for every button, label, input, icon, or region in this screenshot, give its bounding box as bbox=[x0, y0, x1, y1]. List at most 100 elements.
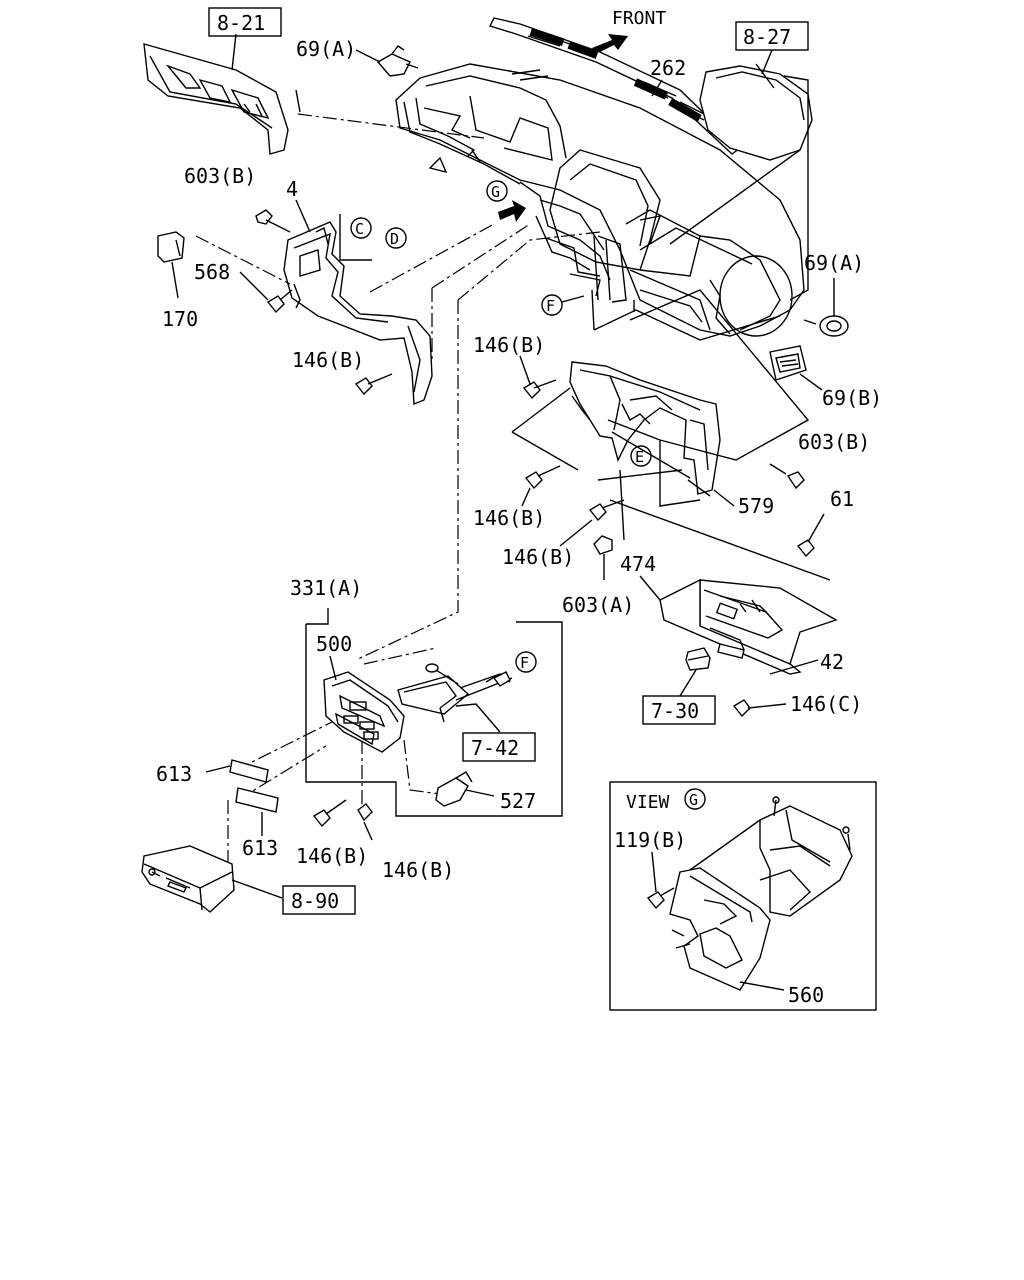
leader-579 bbox=[713, 489, 735, 507]
small-cover-170 bbox=[157, 231, 185, 299]
leader-474 bbox=[639, 575, 661, 601]
screw-146b-mid2 bbox=[588, 499, 625, 522]
damper-7-30 bbox=[679, 647, 711, 697]
label-146c: 146(C) bbox=[790, 692, 862, 716]
svg-text:8-90: 8-90 bbox=[291, 889, 339, 913]
leader-146b-mid3 bbox=[559, 519, 593, 547]
leader-500 bbox=[329, 655, 337, 681]
label-568: 568 bbox=[194, 260, 230, 284]
label-527: 527 bbox=[500, 789, 536, 813]
leader-146b-mid2 bbox=[521, 487, 531, 507]
label-146b-mid2: 146(B) bbox=[473, 506, 545, 530]
svg-text:C: C bbox=[355, 220, 364, 238]
label-170: 170 bbox=[162, 307, 198, 331]
screw-146b-mid-lower bbox=[524, 465, 561, 490]
leader-4 bbox=[295, 199, 311, 233]
bolt-603b-left bbox=[255, 209, 291, 233]
audio-unit bbox=[141, 845, 283, 913]
callout-d: D bbox=[385, 227, 407, 249]
callout-f2: F bbox=[515, 651, 537, 673]
label-69b: 69(B) bbox=[822, 386, 882, 410]
assembly-guide-lines bbox=[511, 289, 831, 581]
leader-262 bbox=[651, 79, 663, 97]
label-613-b: 613 bbox=[242, 836, 278, 860]
solid-guide-lines bbox=[295, 75, 809, 479]
ref-box-8-21[interactable]: 8-21 bbox=[208, 7, 282, 37]
svg-text:8-27: 8-27 bbox=[743, 25, 791, 49]
label-262: 262 bbox=[650, 56, 686, 80]
callout-g: G bbox=[486, 180, 508, 202]
bolt-603b-right bbox=[769, 463, 805, 490]
svg-text:F: F bbox=[520, 654, 529, 672]
screw-146c bbox=[732, 699, 787, 718]
label-579: 579 bbox=[738, 494, 774, 518]
label-61: 61 bbox=[830, 487, 854, 511]
defroster-grille bbox=[489, 17, 742, 155]
label-331a: 331(A) bbox=[290, 576, 362, 600]
glove-box bbox=[659, 578, 838, 675]
switch-69b bbox=[769, 345, 823, 391]
leader-119b bbox=[651, 851, 657, 893]
label-474: 474 bbox=[620, 552, 656, 576]
callout-c: C bbox=[350, 217, 372, 239]
label-146b-mid3: 146(B) bbox=[502, 545, 574, 569]
svg-text:FRONT: FRONT bbox=[612, 8, 666, 29]
connector-527 bbox=[435, 771, 495, 807]
callout-f: F bbox=[541, 294, 585, 316]
leader-7-42 bbox=[455, 703, 501, 733]
callout-e: E bbox=[630, 445, 652, 467]
clip-69a-top bbox=[355, 45, 419, 77]
label-69a-top: 69(A) bbox=[296, 37, 356, 61]
label-603b-left: 603(B) bbox=[184, 164, 256, 188]
label-146b-low1: 146(B) bbox=[296, 844, 368, 868]
label-146b-low2: 146(B) bbox=[382, 858, 454, 882]
view-g-inset bbox=[609, 781, 877, 1011]
control-cable-bracket bbox=[397, 663, 513, 723]
label-42: 42 bbox=[820, 650, 844, 674]
ref-box-8-90[interactable]: 8-90 bbox=[282, 885, 356, 915]
ref-box-7-42[interactable]: 7-42 bbox=[462, 732, 536, 762]
svg-text:7-30: 7-30 bbox=[651, 699, 699, 723]
label-560: 560 bbox=[788, 983, 824, 1007]
center-bracket bbox=[569, 361, 721, 495]
screw-146b-left bbox=[354, 373, 393, 396]
label-500: 500 bbox=[316, 632, 352, 656]
label-4: 4 bbox=[286, 177, 298, 201]
svg-text:8-21: 8-21 bbox=[217, 11, 265, 35]
screw-146b-low1 bbox=[312, 799, 347, 828]
svg-text:G: G bbox=[491, 183, 500, 201]
bolt-603a bbox=[593, 535, 613, 580]
label-119b: 119(B) bbox=[614, 828, 686, 852]
screw-in-heater-box bbox=[485, 671, 511, 687]
passenger-airbag-module bbox=[699, 49, 813, 161]
clip-69a-right bbox=[803, 278, 849, 337]
meter-hood bbox=[143, 33, 289, 155]
callout-g2: G bbox=[684, 788, 706, 810]
bolt-61 bbox=[796, 513, 825, 558]
ref-box-8-27[interactable]: 8-27 bbox=[735, 21, 809, 51]
instrument-panel bbox=[395, 63, 805, 337]
svg-text:7-42: 7-42 bbox=[471, 736, 519, 760]
label-146b-left: 146(B) bbox=[292, 348, 364, 372]
left-lower-cover bbox=[283, 221, 433, 406]
svg-text:G: G bbox=[689, 791, 698, 809]
label-603b-right: 603(B) bbox=[798, 430, 870, 454]
svg-text:E: E bbox=[635, 448, 644, 466]
label-613-a: 613 bbox=[156, 762, 192, 786]
screw-146b-low2 bbox=[357, 803, 373, 841]
heater-control-panel bbox=[323, 671, 405, 753]
screw-146b-mid-upper bbox=[522, 379, 557, 400]
label-plate-613-a bbox=[205, 759, 269, 783]
leader-42 bbox=[769, 659, 819, 675]
ref-box-7-30[interactable]: 7-30 bbox=[642, 695, 716, 725]
front-arrow: FRONT bbox=[592, 8, 666, 54]
svg-text:D: D bbox=[390, 230, 399, 248]
leader-146b-mid bbox=[519, 355, 531, 385]
label-603a: 603(A) bbox=[562, 593, 634, 617]
dashed-assembly-lines bbox=[195, 113, 601, 870]
label-plate-613-b bbox=[235, 787, 279, 836]
heater-control-box bbox=[305, 608, 563, 817]
bolt-568 bbox=[239, 271, 293, 314]
g-arrow bbox=[498, 200, 526, 222]
